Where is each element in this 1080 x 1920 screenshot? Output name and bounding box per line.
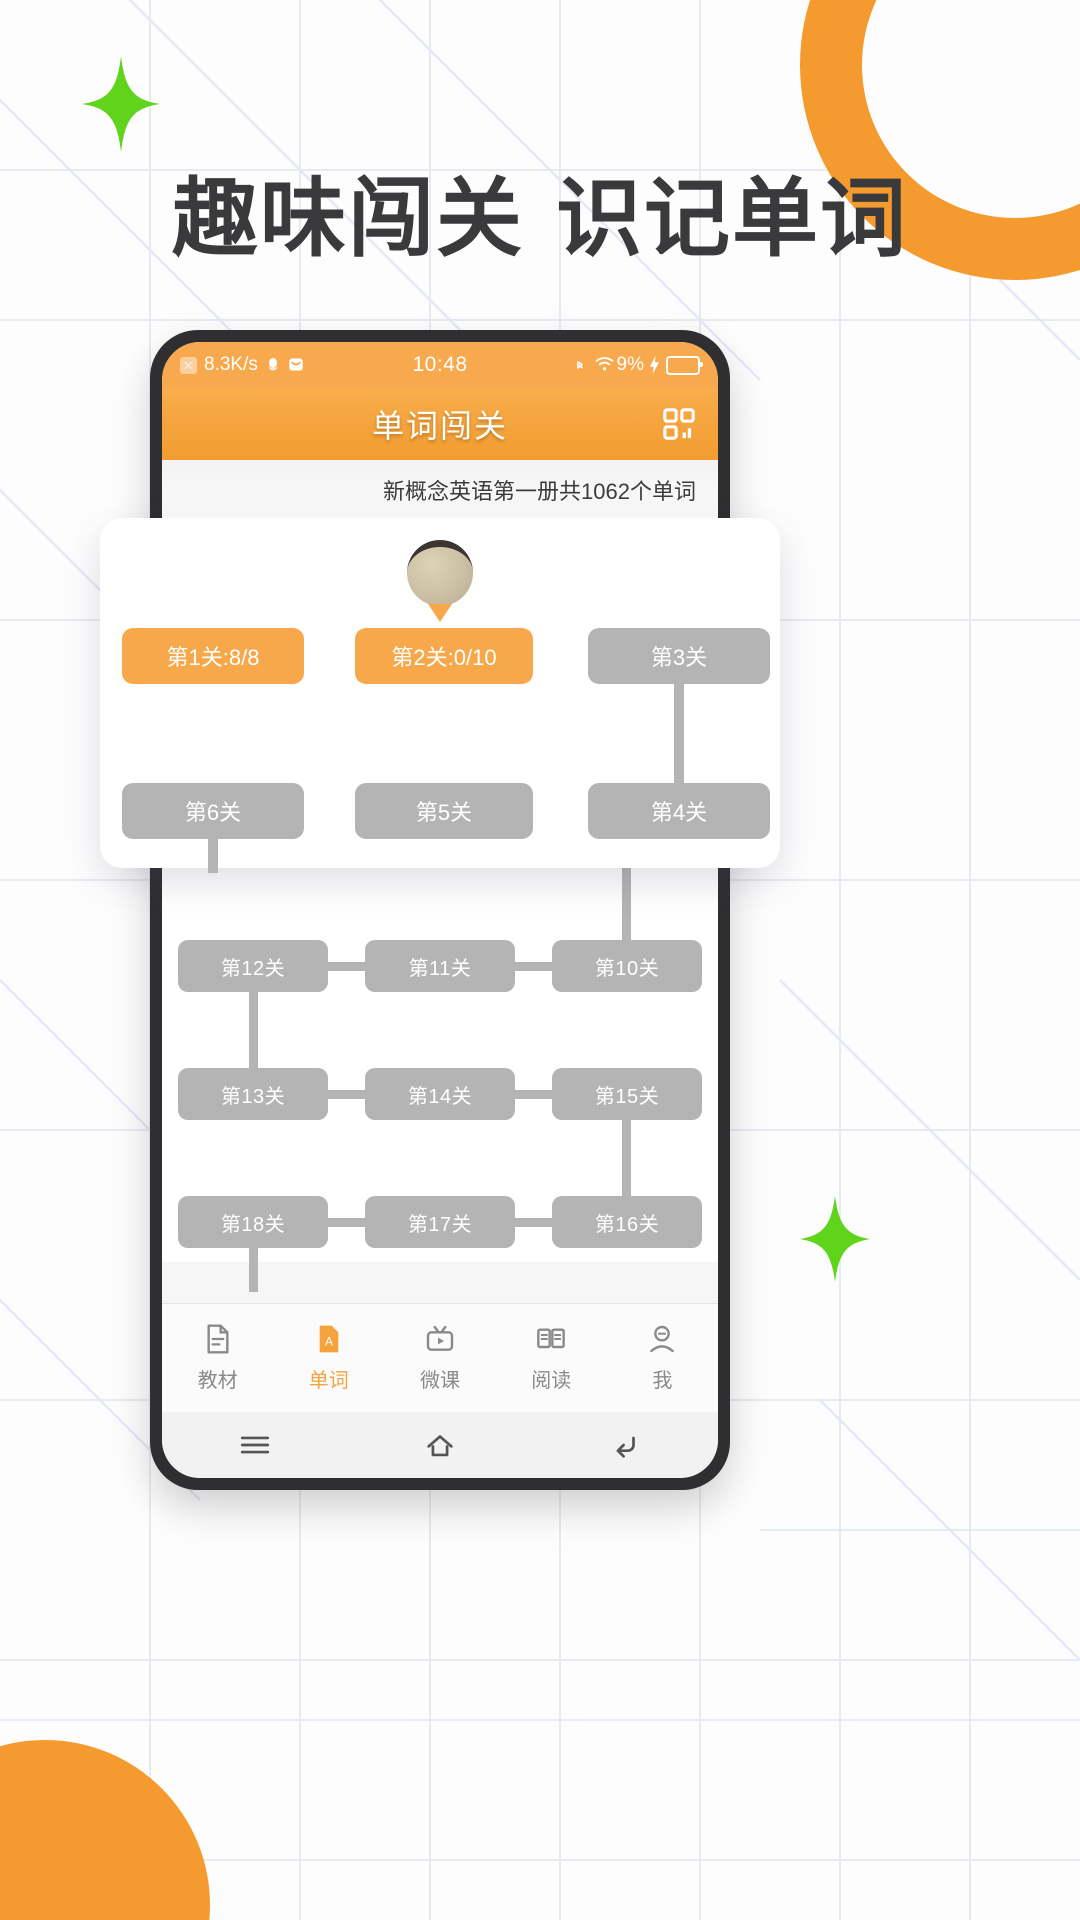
level-row: 第13关 第14关 第15关 bbox=[178, 1068, 702, 1196]
tab-me[interactable]: 我 bbox=[607, 1323, 718, 1393]
callout-connector-v bbox=[208, 833, 218, 873]
level-connector-v bbox=[249, 992, 258, 1068]
level-button[interactable]: 第12关 bbox=[178, 940, 328, 992]
page-title: 趣味闯关 识记单词 bbox=[172, 169, 908, 269]
battery-icon bbox=[666, 355, 703, 375]
level-connector-v bbox=[622, 864, 631, 940]
tab-microclass[interactable]: 微课 bbox=[384, 1323, 495, 1393]
phone-mockup: ✕ 8.3K/s 10:48 9% bbox=[150, 330, 730, 1490]
back-button[interactable] bbox=[533, 1428, 718, 1462]
level-connector-h bbox=[513, 1089, 554, 1099]
app-title: 单词闯关 bbox=[371, 408, 508, 444]
tab-label: 教材 bbox=[197, 1370, 238, 1392]
tab-label: 阅读 bbox=[531, 1370, 572, 1392]
level-button[interactable]: 第15关 bbox=[552, 1068, 702, 1120]
callout-level-button-2[interactable]: 第2关:0/10 bbox=[355, 628, 533, 684]
level-connector-h bbox=[326, 1217, 367, 1227]
callout-level-button-4[interactable]: 第4关 bbox=[588, 783, 770, 839]
level-connector-v bbox=[249, 1248, 258, 1292]
status-bar-right: 9% bbox=[468, 354, 703, 376]
open-book-icon bbox=[535, 1323, 567, 1355]
level-map-callout-card: 第1关:8/8 第2关:0/10 第3关 第6关 第5关 第4关 bbox=[100, 518, 780, 873]
charging-bolt-icon bbox=[650, 356, 660, 374]
status-bar-clock: 10:48 bbox=[412, 353, 468, 376]
tab-words[interactable]: A 单词 bbox=[273, 1323, 384, 1393]
bluetooth-icon bbox=[573, 356, 589, 374]
battery-percent: 9% bbox=[616, 354, 644, 375]
level-row: 第12关 第11关 第10关 bbox=[178, 940, 702, 1068]
menu-icon bbox=[240, 1436, 269, 1454]
level-button[interactable]: 第10关 bbox=[552, 940, 702, 992]
level-connector-h bbox=[326, 961, 367, 971]
network-speed: 8.3K/s bbox=[204, 354, 258, 375]
callout-level-button-5[interactable]: 第5关 bbox=[355, 783, 533, 839]
tab-reading[interactable]: 阅读 bbox=[496, 1323, 607, 1393]
phone-screen: ✕ 8.3K/s 10:48 9% bbox=[162, 342, 718, 1478]
book-summary: 新概念英语第一册共1062个单词 bbox=[162, 460, 718, 516]
bottom-tab-bar: 教材 A 单词 微课 阅读 bbox=[162, 1303, 718, 1412]
level-button[interactable]: 第13关 bbox=[178, 1068, 328, 1120]
level-connector-h bbox=[513, 1217, 554, 1227]
status-bar-left: ✕ 8.3K/s bbox=[180, 354, 412, 376]
video-tv-icon bbox=[424, 1323, 456, 1355]
document-icon bbox=[202, 1323, 234, 1355]
tab-label: 我 bbox=[652, 1370, 673, 1392]
level-button[interactable]: 第14关 bbox=[365, 1068, 515, 1120]
callout-level-button-3[interactable]: 第3关 bbox=[588, 628, 770, 684]
level-button[interactable]: 第11关 bbox=[365, 940, 515, 992]
menu-button[interactable] bbox=[162, 1428, 347, 1462]
callout-level-button-6[interactable]: 第6关 bbox=[122, 783, 304, 839]
callout-inner: 第1关:8/8 第2关:0/10 第3关 第6关 第5关 第4关 bbox=[100, 518, 780, 873]
level-connector-v bbox=[622, 1120, 631, 1196]
tab-label: 微课 bbox=[420, 1370, 460, 1392]
player-avatar bbox=[407, 540, 473, 606]
callout-connector-v bbox=[674, 678, 684, 790]
level-button[interactable]: 第18关 bbox=[178, 1196, 328, 1248]
svg-text:A: A bbox=[325, 1335, 333, 1349]
level-button[interactable]: 第17关 bbox=[365, 1196, 515, 1248]
home-button[interactable] bbox=[347, 1428, 532, 1462]
word-card-icon: A bbox=[313, 1323, 345, 1355]
tab-label: 单词 bbox=[308, 1370, 349, 1392]
android-nav-bar bbox=[162, 1412, 718, 1478]
level-connector-h bbox=[326, 1089, 367, 1099]
avatar-pointer-icon bbox=[428, 604, 452, 622]
status-bar: ✕ 8.3K/s 10:48 9% bbox=[162, 342, 718, 388]
home-icon bbox=[427, 1435, 453, 1457]
app-header: 单词闯关 bbox=[162, 388, 718, 460]
grid-stats-icon[interactable] bbox=[662, 407, 696, 441]
level-row: 第18关 第17关 第16关 bbox=[178, 1196, 702, 1292]
back-icon bbox=[616, 1436, 636, 1458]
person-icon bbox=[646, 1323, 678, 1355]
level-button[interactable]: 第16关 bbox=[552, 1196, 702, 1248]
close-icon: ✕ bbox=[180, 356, 197, 374]
mail-icon bbox=[288, 356, 304, 374]
callout-level-button-1[interactable]: 第1关:8/8 bbox=[122, 628, 304, 684]
qq-icon bbox=[265, 356, 281, 374]
wifi-icon bbox=[595, 356, 613, 374]
tab-textbook[interactable]: 教材 bbox=[162, 1323, 273, 1393]
level-connector-h bbox=[513, 961, 554, 971]
